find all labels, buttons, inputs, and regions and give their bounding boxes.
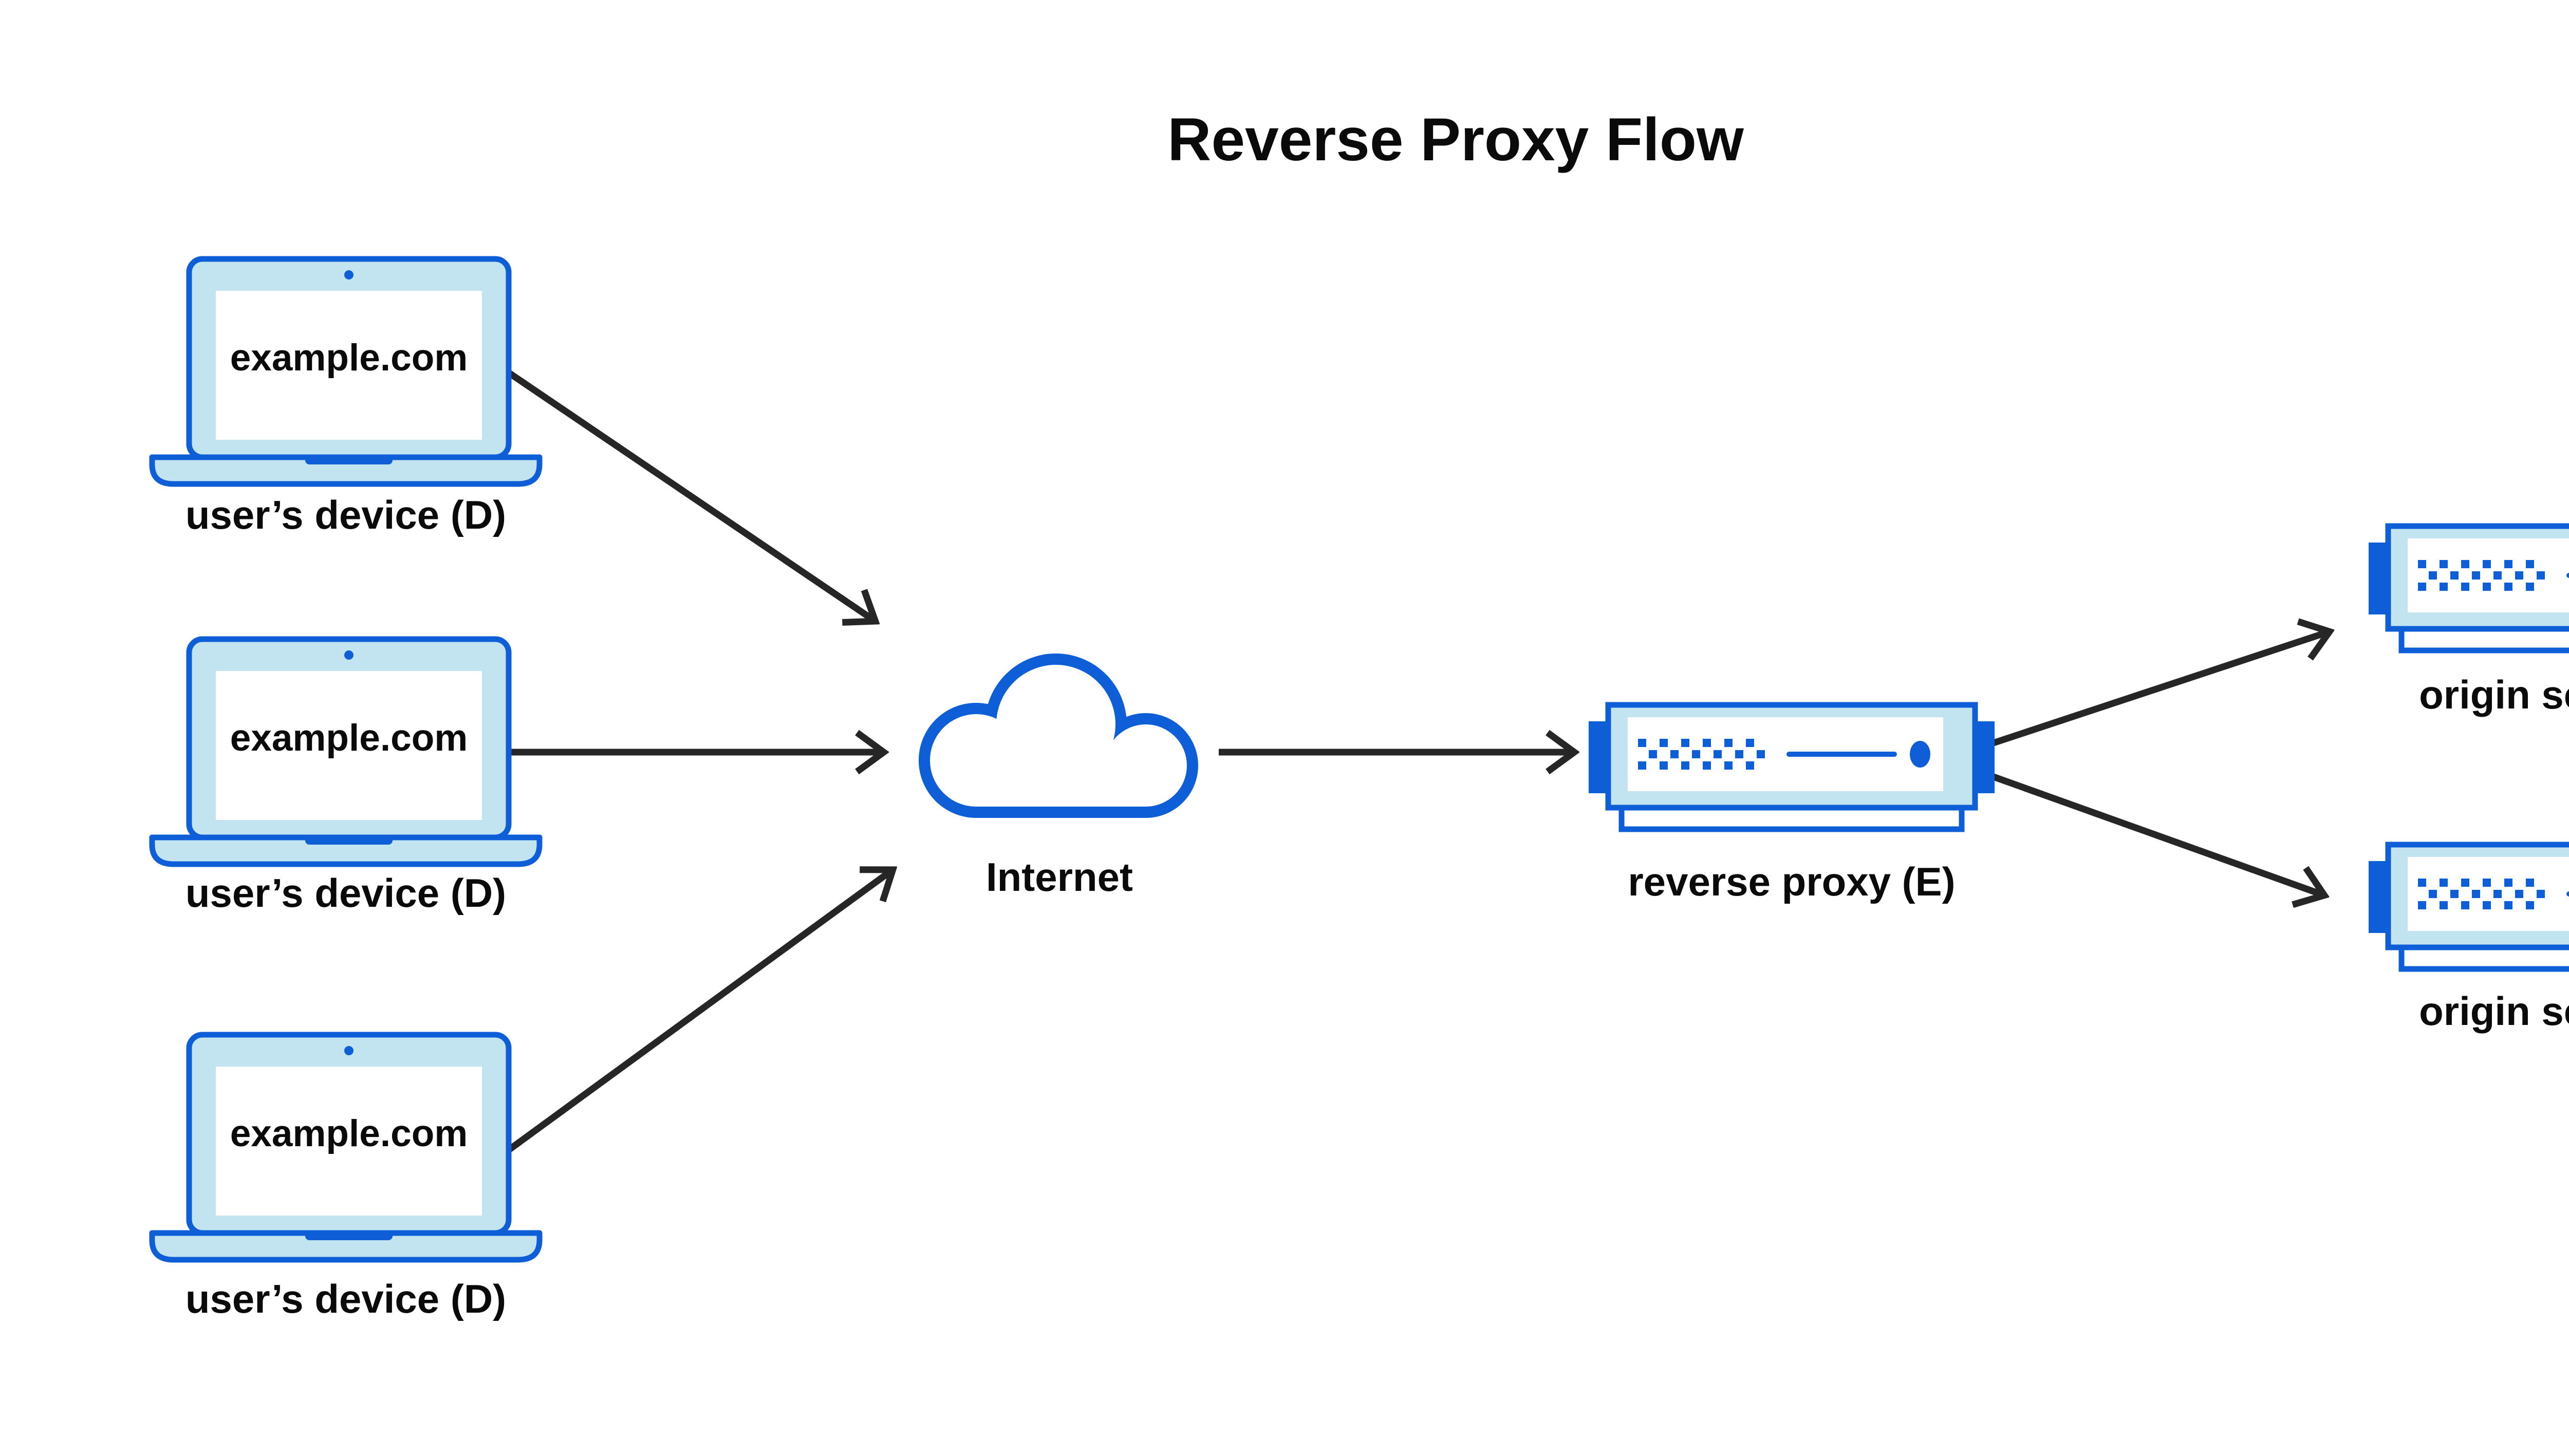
reverse-proxy-label: reverse proxy (E) — [1628, 859, 1956, 904]
origin-server-label: origin server (F) — [2419, 988, 2569, 1034]
arrow-device3-internet — [504, 870, 892, 1155]
device-label: user’s device (D) — [185, 1276, 507, 1321]
origin-server-label: origin server (F) — [2419, 672, 2569, 717]
cloud-icon — [919, 654, 1198, 818]
device-label: user’s device (D) — [185, 492, 507, 537]
device-label: user’s device (D) — [185, 870, 507, 916]
internet-label: Internet — [985, 854, 1133, 900]
device-screen-text: example.com — [230, 717, 468, 759]
arrow-proxy-origin1 — [1992, 632, 2329, 746]
server-icon — [2369, 845, 2569, 969]
server-icon — [1589, 705, 1995, 829]
device-screen-text: example.com — [230, 1113, 468, 1154]
arrow-device1-internet — [504, 368, 874, 621]
device-screen-text: example.com — [230, 337, 468, 379]
arrow-proxy-origin2 — [1992, 773, 2323, 895]
server-icon — [2369, 526, 2569, 650]
diagram-title: Reverse Proxy Flow — [1167, 106, 1744, 174]
